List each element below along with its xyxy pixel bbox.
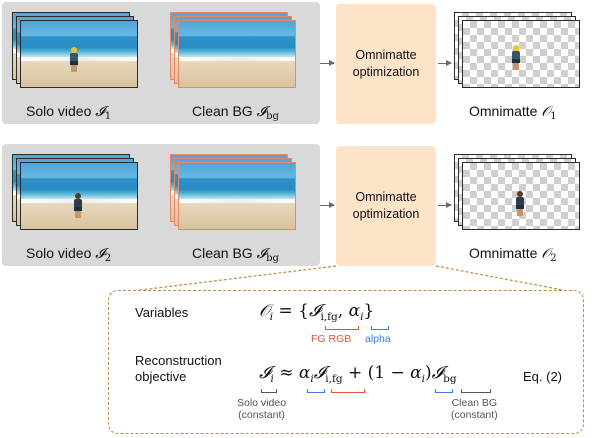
arrow-to-output-1 (438, 60, 452, 66)
alpha-label: alpha (365, 333, 391, 345)
video-frame (20, 20, 138, 88)
solo-video-stack-2 (12, 154, 162, 242)
clean-bg-brace (461, 389, 491, 393)
optimization-detail-box: Variables 𝒪i = {𝓘i,fg, αi} FG RGB alpha … (108, 290, 584, 434)
clean-bg-note: Clean BG(constant) (451, 397, 498, 421)
solo-video-label-2: Solo video 𝓘2 (26, 245, 112, 264)
equation-reference: Eq. (2) (523, 369, 563, 384)
alpha-brace (371, 326, 389, 330)
child-figure (73, 193, 83, 219)
variables-label: Variables (135, 305, 189, 320)
child-figure (69, 47, 79, 73)
clean-bg-stack-1 (170, 12, 320, 100)
bg-frame (178, 20, 296, 88)
variables-equation: 𝒪i = {𝓘i,fg, αi} (259, 301, 375, 323)
reconstruction-equation: 𝓘i ≈ αi𝓘i,fg + (1 − αi)𝓘bg (259, 363, 457, 385)
child-figure (515, 191, 525, 217)
arrow-to-optimization-2 (320, 202, 335, 208)
output-frame (462, 20, 580, 88)
clean-bg-stack-2 (170, 154, 320, 242)
bg-frame (178, 162, 296, 230)
clean-bg-label-1: Clean BG 𝓘bg (192, 103, 279, 122)
omnimatte-output-label-2: Omnimatte 𝒪2 (469, 245, 557, 264)
alpha-brace-1 (307, 389, 325, 393)
output-frame (462, 162, 580, 230)
solo-video-brace (261, 389, 277, 393)
arrow-to-optimization-1 (320, 60, 335, 66)
omnimatte-output-label-1: Omnimatte 𝒪1 (469, 103, 557, 122)
fg-rgb-brace (325, 326, 359, 330)
child-figure (511, 45, 521, 71)
arrow-to-output-2 (438, 202, 452, 208)
omnimatte-output-stack-1 (454, 12, 597, 100)
omnimatte-output-stack-2 (454, 154, 597, 242)
fg-rgb-label: FG RGB (311, 333, 352, 345)
video-frame (20, 162, 138, 230)
alpha-brace-2 (435, 389, 453, 393)
solo-video-note: Solo video(constant) (237, 397, 287, 421)
fg-brace (331, 389, 365, 393)
solo-video-stack-1 (12, 12, 162, 100)
solo-video-label-1: Solo video 𝓘1 (26, 103, 112, 122)
clean-bg-label-2: Clean BG 𝓘bg (192, 245, 279, 264)
